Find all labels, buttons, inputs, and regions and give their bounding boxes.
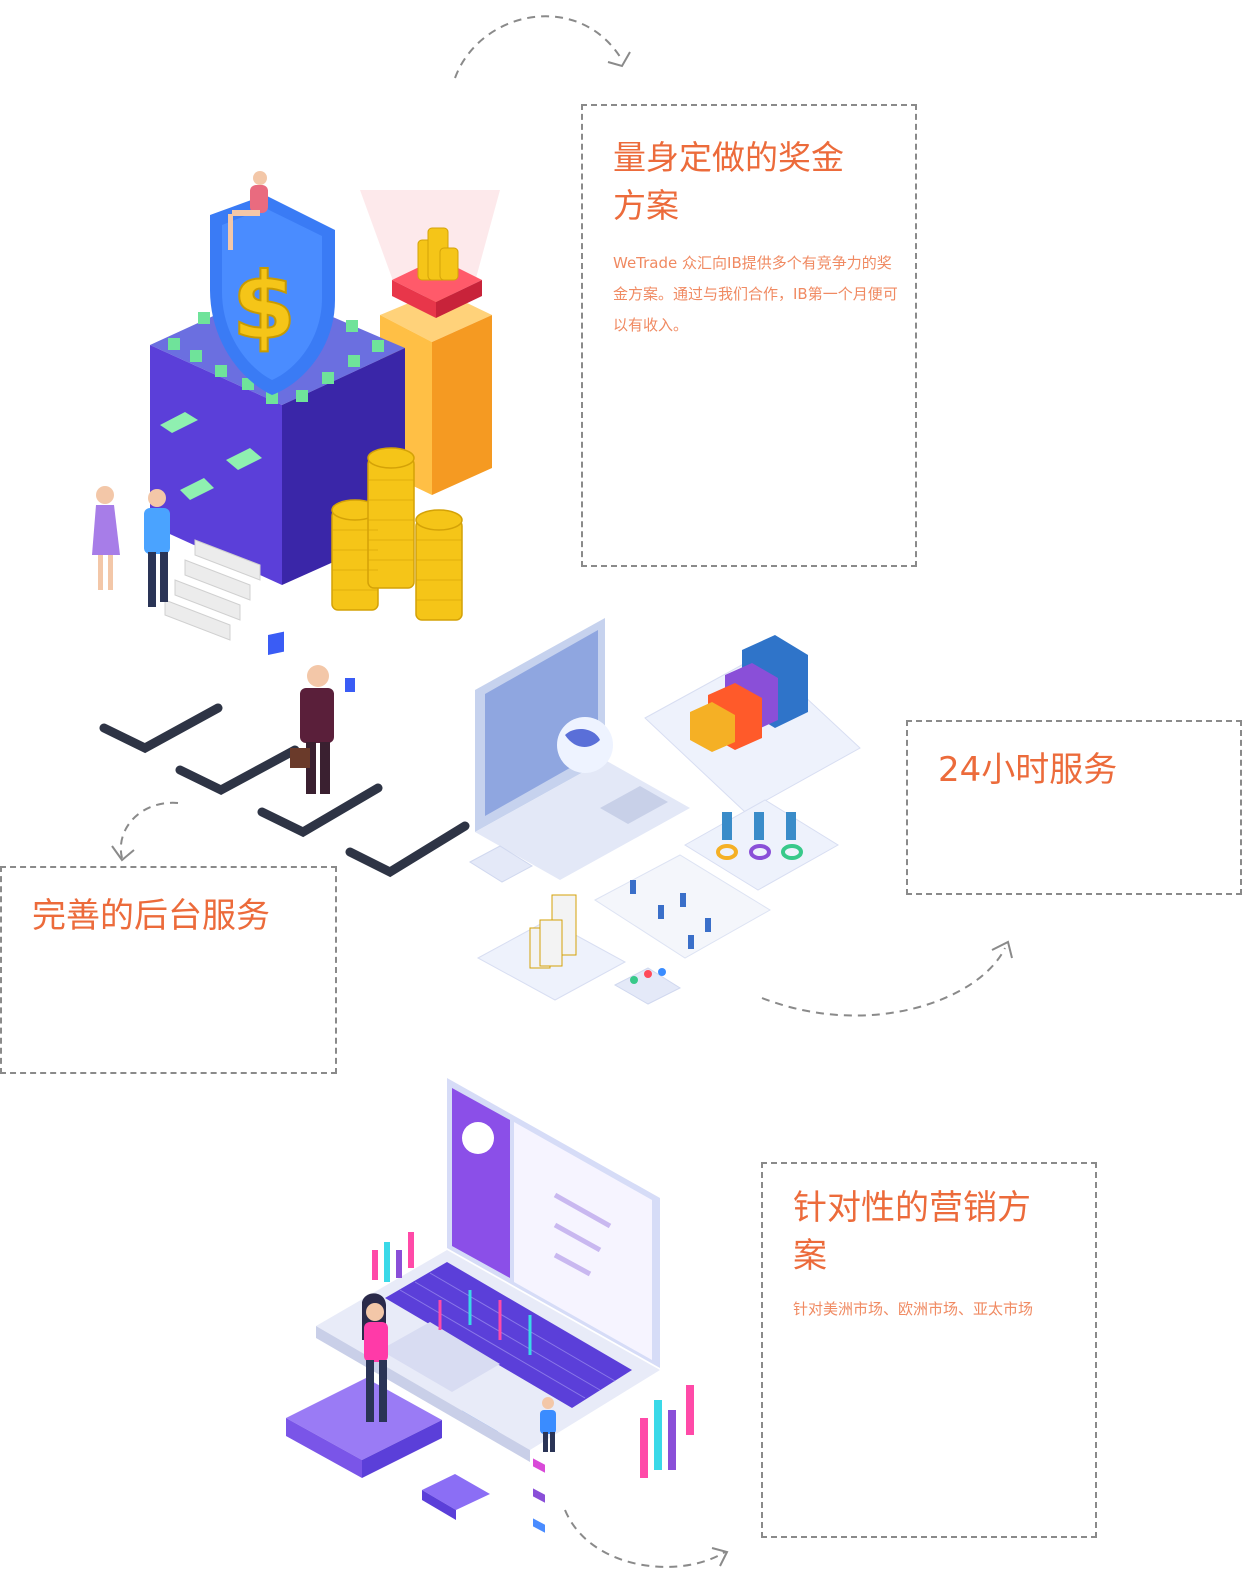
card-bonus-plan: 量身定做的奖金方案 WeTrade 众汇向IB提供多个有竞争力的奖金方案。通过与… bbox=[581, 104, 917, 567]
person-icon bbox=[228, 171, 268, 250]
checkmark-icon bbox=[99, 703, 470, 878]
card-description: WeTrade 众汇向IB提供多个有竞争力的奖金方案。通过与我们合作，IB第一个… bbox=[613, 254, 898, 334]
card-marketing-plan: 针对性的营销方案 针对美洲市场、欧洲市场、亚太市场 bbox=[761, 1162, 1097, 1538]
card-backend-service: 完善的后台服务 bbox=[0, 866, 337, 1074]
bar-chart-icon bbox=[690, 635, 808, 752]
card-title: 量身定做的奖金方案 bbox=[613, 138, 844, 225]
arrow-mid-left bbox=[119, 801, 179, 859]
arrow-mid-right bbox=[761, 947, 1006, 1017]
card-title: 24小时服务 bbox=[938, 750, 1118, 790]
illustration-marketing bbox=[286, 1078, 694, 1533]
illustration-dashboard bbox=[99, 618, 861, 1005]
card-description: 针对美洲市场、欧洲市场、亚太市场 bbox=[793, 1300, 1034, 1318]
dollar-symbol: $ bbox=[232, 253, 296, 360]
arrow-top bbox=[454, 15, 623, 79]
illustration-bonus: $ bbox=[92, 171, 500, 641]
card-24h-service: 24小时服务 bbox=[906, 720, 1242, 895]
card-title: 完善的后台服务 bbox=[32, 896, 270, 936]
card-title: 针对性的营销方案 bbox=[793, 1188, 1031, 1276]
coin-stack-icon bbox=[331, 447, 463, 621]
